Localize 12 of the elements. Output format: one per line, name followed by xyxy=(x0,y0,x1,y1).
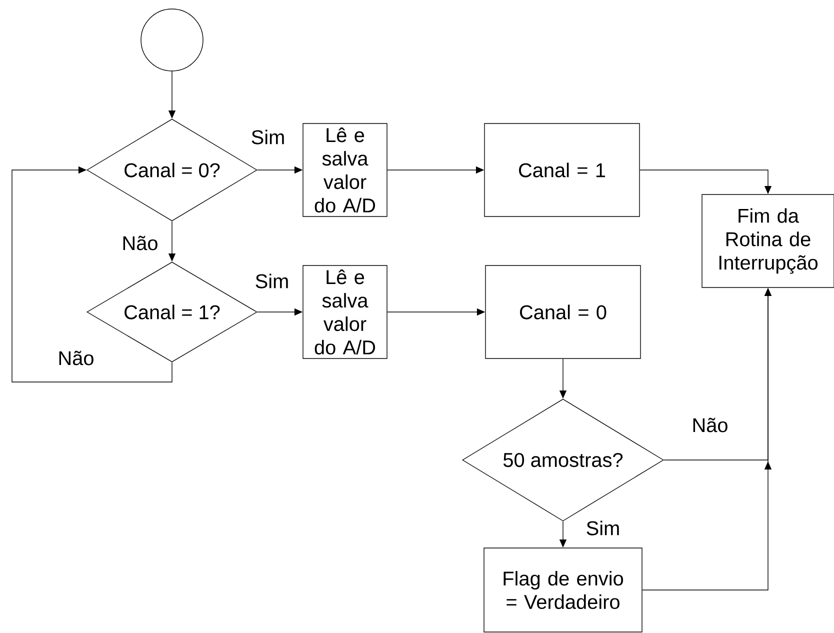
process-box: Flag de envio = Verdadeiro xyxy=(484,548,642,632)
edge-label: Não xyxy=(693,418,728,432)
edge-label: Sim xyxy=(256,274,288,288)
process-box: Lê e salva valor do A/D xyxy=(302,265,388,359)
arrow xyxy=(12,166,172,382)
start-circle xyxy=(140,8,204,72)
edge-label: Sim xyxy=(586,520,619,536)
edge-label: Não xyxy=(123,236,158,250)
end-box: Fim da Rotina de Interrupção xyxy=(702,194,834,288)
process-box: Canal = 0 xyxy=(485,265,641,359)
process-box: Lê e salva valor do A/D xyxy=(302,123,388,217)
process-box: Canal = 1 xyxy=(484,123,640,217)
